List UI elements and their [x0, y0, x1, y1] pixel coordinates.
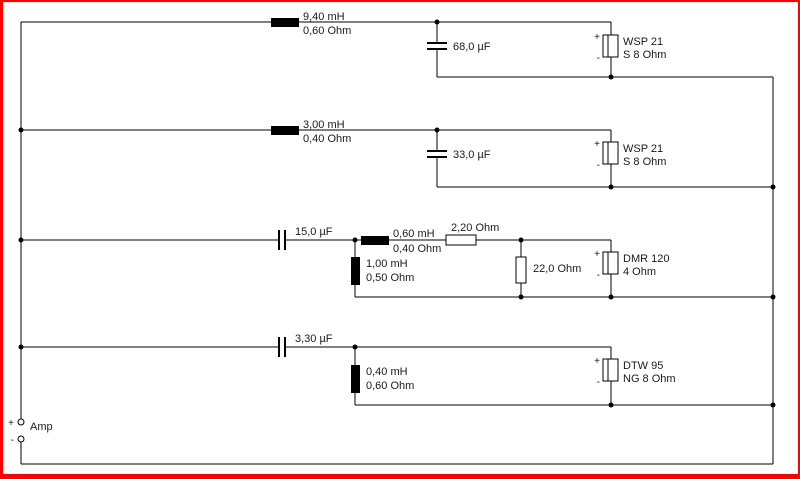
speaker-minus-label: - [597, 377, 600, 388]
series-inductor-inductance-label: 0,60 mH [393, 228, 435, 240]
capacitor-value-label: 3,30 µF [295, 333, 333, 345]
junction-dot [18, 237, 24, 243]
junction-dot [608, 184, 614, 190]
speaker-plus-label: + [594, 249, 600, 260]
shunt-capacitor-symbol [427, 42, 447, 50]
capacitor-value-label: 15,0 µF [295, 226, 333, 238]
speaker-name-label: DMR 120 [623, 253, 669, 265]
capacitor-value-label: 68,0 µF [453, 41, 491, 53]
inductor-resistance-label: 0,60 Ohm [303, 25, 351, 37]
shunt-resistor-symbol [515, 256, 527, 284]
junction-dot [18, 344, 24, 350]
series-capacitor-symbol [278, 337, 286, 357]
series-resistor-symbol [445, 234, 477, 246]
junction-dot [352, 237, 358, 243]
bus-wires [20, 22, 774, 465]
shunt-resistor-value-label: 22,0 Ohm [533, 263, 581, 275]
shunt-inductor-symbol [351, 365, 360, 393]
branch-1-wires [21, 21, 773, 78]
shunt-inductor-resistance-label: 0,60 Ohm [366, 380, 414, 392]
shunt-inductor-inductance-label: 0,40 mH [366, 366, 408, 378]
junction-dot [770, 294, 776, 300]
amp-minus-label: - [11, 435, 14, 446]
speaker-impedance-label: 4 Ohm [623, 266, 656, 278]
crossover-diagram: + - Amp 9,40 mH 0,60 Ohm 68,0 µF + - WSP… [8, 11, 776, 465]
branch-2-low-mid: 3,00 mH 0,40 Ohm 33,0 µF + - WSP 21 S 8 … [18, 119, 776, 190]
speaker-name-label: WSP 21 [623, 143, 663, 155]
junction-dot [518, 237, 524, 243]
speaker-impedance-label: S 8 Ohm [623, 49, 666, 61]
speaker-symbol [602, 251, 619, 275]
shunt-inductor-symbol [351, 257, 360, 285]
branch-4-tweeter: 3,30 µF 0,40 mH 0,60 Ohm + - DTW 95 NG 8… [18, 333, 776, 408]
series-capacitor-symbol [278, 230, 286, 250]
series-inductor-symbol [271, 126, 299, 135]
junction-dot [770, 402, 776, 408]
series-inductor-symbol [361, 236, 389, 245]
inductor-resistance-label: 0,40 Ohm [303, 133, 351, 145]
speaker-symbol [602, 141, 619, 165]
capacitor-value-label: 33,0 µF [453, 149, 491, 161]
speaker-plus-label: + [594, 139, 600, 150]
speaker-minus-label: - [597, 270, 600, 281]
shunt-inductor-inductance-label: 1,00 mH [366, 258, 408, 270]
junction-dot [608, 402, 614, 408]
junction-dot [434, 127, 440, 133]
junction-dot [770, 184, 776, 190]
power-bus: + - Amp [8, 22, 774, 465]
speaker-name-label: DTW 95 [623, 360, 663, 372]
branch-1-woofer: 9,40 mH 0,60 Ohm 68,0 µF + - WSP 21 S 8 … [21, 11, 773, 80]
amp-minus-terminal [17, 435, 25, 443]
amp-plus-label: + [8, 418, 14, 429]
amp-plus-terminal [17, 418, 25, 426]
junction-dot [18, 127, 24, 133]
amp-label: Amp [30, 421, 53, 433]
branch-4-wires [21, 346, 773, 406]
branch-2-wires [21, 129, 773, 188]
series-resistor-value-label: 2,20 Ohm [451, 222, 499, 234]
junction-dot [608, 294, 614, 300]
junction-dot [608, 74, 614, 80]
inductor-inductance-label: 9,40 mH [303, 11, 345, 23]
series-inductor-resistance-label: 0,40 Ohm [393, 243, 441, 255]
speaker-symbol [602, 358, 619, 382]
junction-dot [518, 294, 524, 300]
junction-dot [352, 344, 358, 350]
speaker-symbol [602, 34, 619, 58]
speaker-plus-label: + [594, 356, 600, 367]
shunt-inductor-resistance-label: 0,50 Ohm [366, 272, 414, 284]
speaker-minus-label: - [597, 53, 600, 64]
speaker-minus-label: - [597, 160, 600, 171]
inductor-inductance-label: 3,00 mH [303, 119, 345, 131]
speaker-name-label: WSP 21 [623, 36, 663, 48]
shunt-capacitor-symbol [427, 150, 447, 158]
series-inductor-symbol [271, 18, 299, 27]
branch-3-midrange: 15,0 µF 0,60 mH 0,40 Ohm 2,20 Ohm 1,00 m… [18, 222, 776, 300]
speaker-impedance-label: NG 8 Ohm [623, 373, 676, 385]
junction-dot [434, 19, 440, 25]
speaker-plus-label: + [594, 32, 600, 43]
speaker-impedance-label: S 8 Ohm [623, 156, 666, 168]
